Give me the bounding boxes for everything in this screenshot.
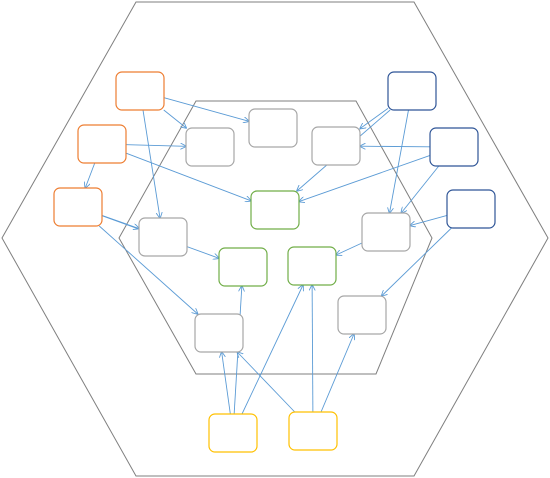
node-gray-g5 xyxy=(337,295,387,335)
edge-y1-to-gr3 xyxy=(241,285,303,415)
edge-o1-to-g2 xyxy=(163,97,249,122)
node-green-gr1 xyxy=(250,190,300,230)
node-blue-b3 xyxy=(446,189,496,229)
inner-hexagon xyxy=(118,100,433,375)
node-gray-g2 xyxy=(248,108,298,148)
node-yellow-y1 xyxy=(208,413,258,453)
edge-o3-to-g7 xyxy=(98,225,197,314)
node-blue-b2 xyxy=(429,127,479,167)
node-green-gr2 xyxy=(218,247,268,287)
node-blue-b1 xyxy=(387,71,437,111)
node-gray-g3 xyxy=(311,126,361,166)
edge-o2-to-g1 xyxy=(125,145,186,147)
node-green-gr3 xyxy=(287,246,337,286)
node-orange-o2 xyxy=(77,124,127,164)
node-gray-g1 xyxy=(185,127,235,167)
edge-b2-to-g6 xyxy=(401,165,440,213)
edge-b1-to-g3 xyxy=(360,108,389,128)
edge-y2-to-g7 xyxy=(237,352,296,413)
edge-o2-to-gr1 xyxy=(125,152,251,201)
edge-o1-to-g4 xyxy=(142,109,160,218)
node-orange-o1 xyxy=(115,71,165,111)
node-gray-g7 xyxy=(194,313,244,353)
node-gray-g4 xyxy=(138,217,188,257)
edge-b1-to-g6 xyxy=(390,109,409,213)
edge-y2-to-g8 xyxy=(320,334,354,413)
edge-o1-to-g1 xyxy=(163,109,187,128)
edge-g6-to-gr3 xyxy=(336,242,363,255)
node-yellow-y2 xyxy=(288,411,338,451)
edge-b2-to-g3 xyxy=(360,146,431,147)
edge-y2-to-gr3 xyxy=(312,285,313,413)
nodes-layer xyxy=(53,71,496,453)
node-gray-g6 xyxy=(361,212,411,252)
edge-b3-to-g8 xyxy=(382,227,452,296)
edge-b3-to-g6 xyxy=(410,215,448,225)
edge-o2-to-o3 xyxy=(85,162,96,188)
edge-b2-to-gr1 xyxy=(299,155,431,201)
node-orange-o3 xyxy=(53,187,103,227)
edge-y1-to-g7 xyxy=(222,352,231,415)
